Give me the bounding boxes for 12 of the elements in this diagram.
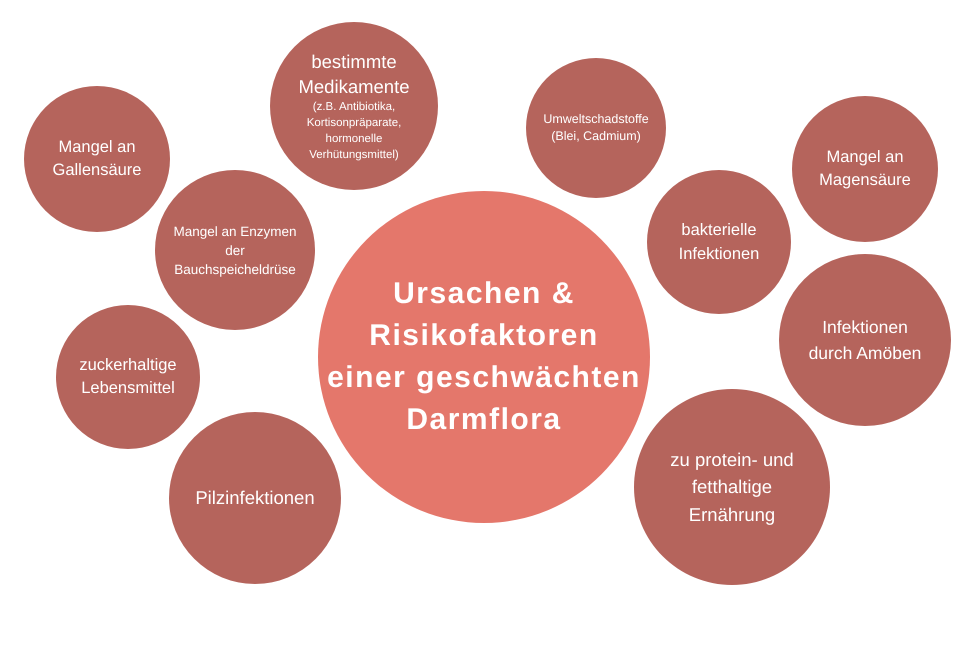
bubble-label: Mangel an Gallensäure [52, 137, 142, 181]
bubble-label: bestimmte Medikamente [297, 50, 411, 99]
bubble-label: Umweltschadstoffe (Blei, Cadmium) [542, 111, 650, 145]
bubble-label: Mangel an Magensäure [818, 147, 912, 191]
bubble-label: zu protein- und fetthaltige Ernährung [669, 448, 795, 527]
bubble-detail: (z.B. Antibiotika, Kortisonpräparate, hormonelle Verhütungsmittel) [306, 100, 402, 163]
bubble-label: Pilzinfektionen [194, 486, 316, 510]
bubble-label: zuckerhaltige Lebensmittel [78, 355, 178, 399]
bubble-label: Mangel an Enzymen der Bauchspeicheldrüse [172, 222, 298, 278]
bubble-label: bakterielle Infektionen [678, 220, 760, 265]
bubble-label: Infektionen durch Amöben [808, 316, 922, 365]
bubble-label: Ursachen & Risikofaktoren einer geschwächten Darmflora [326, 276, 642, 438]
